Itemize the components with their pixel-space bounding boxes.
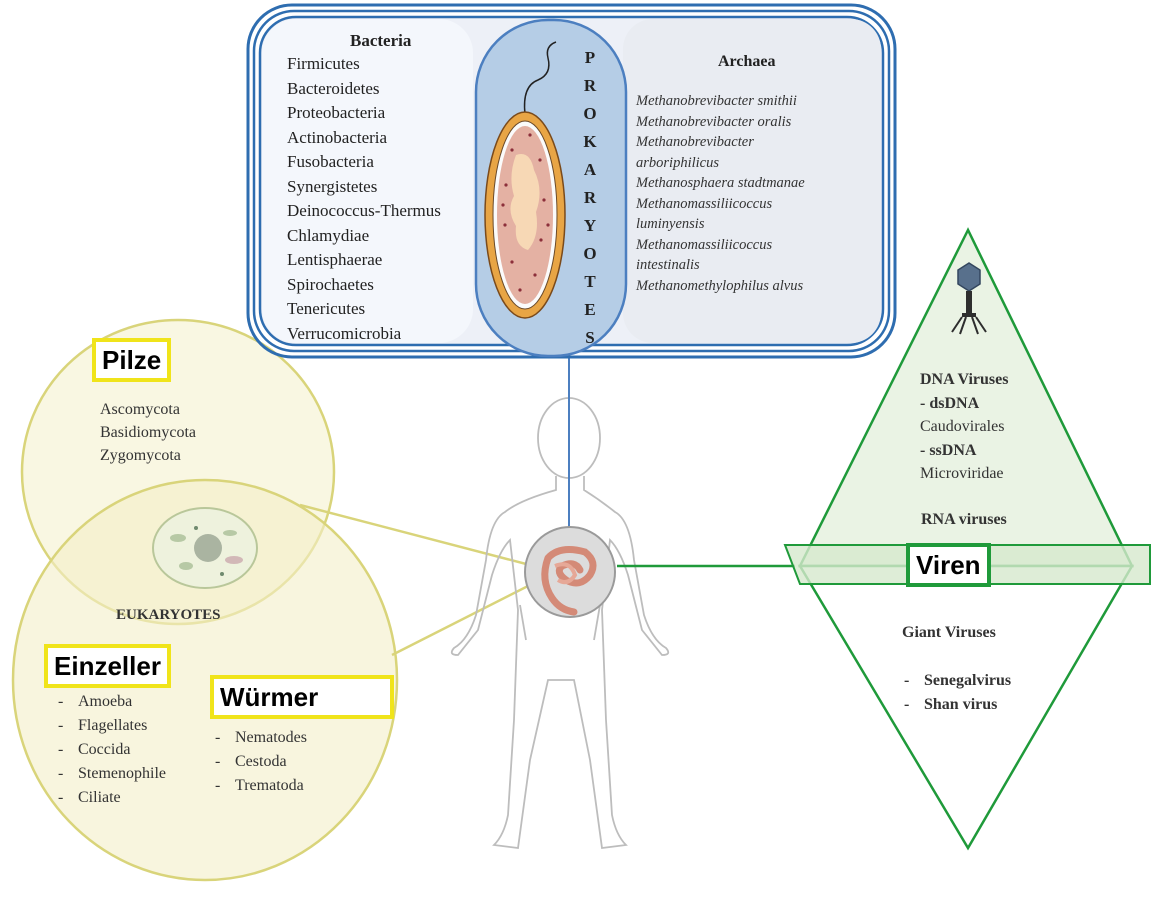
list-item: Fusobacteria <box>287 150 441 175</box>
list-item: Methanomethylophilus alvus <box>636 276 805 297</box>
list-item: Ciliate <box>58 786 166 810</box>
list-item: Methanomassiliicoccus <box>636 194 805 215</box>
prokaryotes-letter: S <box>578 324 602 352</box>
list-item: Trematoda <box>215 774 307 798</box>
prokaryotes-letter: T <box>578 268 602 296</box>
list-item: Deinococcus-Thermus <box>287 199 441 224</box>
list-item: Cestoda <box>215 750 307 774</box>
eukaryotes-title: EUKARYOTES <box>116 607 221 624</box>
list-item: Coccida <box>58 738 166 762</box>
prokaryotes-letter: Y <box>578 212 602 240</box>
prokaryotes-letter: O <box>578 100 602 128</box>
list-item: Senegalvirus <box>904 669 1011 693</box>
ssdna-example: Microviridae <box>920 462 1008 486</box>
list-item: Bacteroidetes <box>287 77 441 102</box>
viruses-label: Viren <box>906 543 991 587</box>
human-silhouette <box>452 398 669 848</box>
bacteria-title: Bacteria <box>350 31 411 51</box>
giant-viruses-list: Senegalvirus Shan virus <box>904 669 1011 717</box>
eukaryote-cell-icon <box>153 508 257 588</box>
archaea-title: Archaea <box>718 53 775 71</box>
list-item: Chlamydiae <box>287 224 441 249</box>
worms-list: Nematodes Cestoda Trematoda <box>215 726 307 798</box>
list-item: Lentisphaerae <box>287 248 441 273</box>
intestine-icon <box>525 527 615 617</box>
list-item: arboriphilicus <box>636 153 805 174</box>
list-item: Amoeba <box>58 690 166 714</box>
list-item: Zygomycota <box>100 444 196 467</box>
bacteria-list: Firmicutes Bacteroidetes Proteobacteria … <box>287 52 441 346</box>
prokaryotes-letter: A <box>578 156 602 184</box>
prokaryotes-vertical-label: P R O K A R Y O T E S <box>578 44 602 352</box>
list-item: Firmicutes <box>287 52 441 77</box>
prokaryotes-letter: K <box>578 128 602 156</box>
prokaryotes-letter: P <box>578 44 602 72</box>
list-item: Proteobacteria <box>287 101 441 126</box>
dsdna-label: - dsDNA <box>920 392 1008 416</box>
prokaryotes-letter: R <box>578 184 602 212</box>
list-item: Stemenophile <box>58 762 166 786</box>
list-item: Actinobacteria <box>287 126 441 151</box>
list-item: Tenericutes <box>287 297 441 322</box>
prokaryotes-letter: O <box>578 240 602 268</box>
fungi-list: Ascomycota Basidiomycota Zygomycota <box>100 398 196 467</box>
dsdna-example: Caudovirales <box>920 415 1008 439</box>
dna-viruses-title: DNA Viruses <box>920 368 1008 392</box>
list-item: Nematodes <box>215 726 307 750</box>
list-item: luminyensis <box>636 214 805 235</box>
prokaryotes-letter: E <box>578 296 602 324</box>
worms-label: Würmer <box>210 675 394 719</box>
protozoa-label: Einzeller <box>44 644 171 688</box>
archaea-list: Methanobrevibacter smithii Methanobrevib… <box>636 91 805 296</box>
list-item: Methanobrevibacter oralis <box>636 112 805 133</box>
list-item: Ascomycota <box>100 398 196 421</box>
list-item: Verrucomicrobia <box>287 322 441 347</box>
list-item: Methanobrevibacter <box>636 132 805 153</box>
eukaryotes-connector <box>392 585 530 655</box>
rna-viruses-title: RNA viruses <box>921 511 1007 529</box>
list-item: Flagellates <box>58 714 166 738</box>
list-item: Spirochaetes <box>287 273 441 298</box>
list-item: Basidiomycota <box>100 421 196 444</box>
list-item: Methanobrevibacter smithii <box>636 91 805 112</box>
ssdna-label: - ssDNA <box>920 439 1008 463</box>
protozoa-list: Amoeba Flagellates Coccida Stemenophile … <box>58 690 166 810</box>
dna-viruses-block: DNA Viruses - dsDNA Caudovirales - ssDNA… <box>920 368 1008 486</box>
prokaryotes-letter: R <box>578 72 602 100</box>
giant-viruses-title: Giant Viruses <box>902 624 996 642</box>
list-item: Shan virus <box>904 693 1011 717</box>
fungi-label: Pilze <box>92 338 171 382</box>
list-item: Methanomassiliicoccus <box>636 235 805 256</box>
list-item: Synergistetes <box>287 175 441 200</box>
list-item: Methanosphaera stadtmanae <box>636 173 805 194</box>
list-item: intestinalis <box>636 255 805 276</box>
